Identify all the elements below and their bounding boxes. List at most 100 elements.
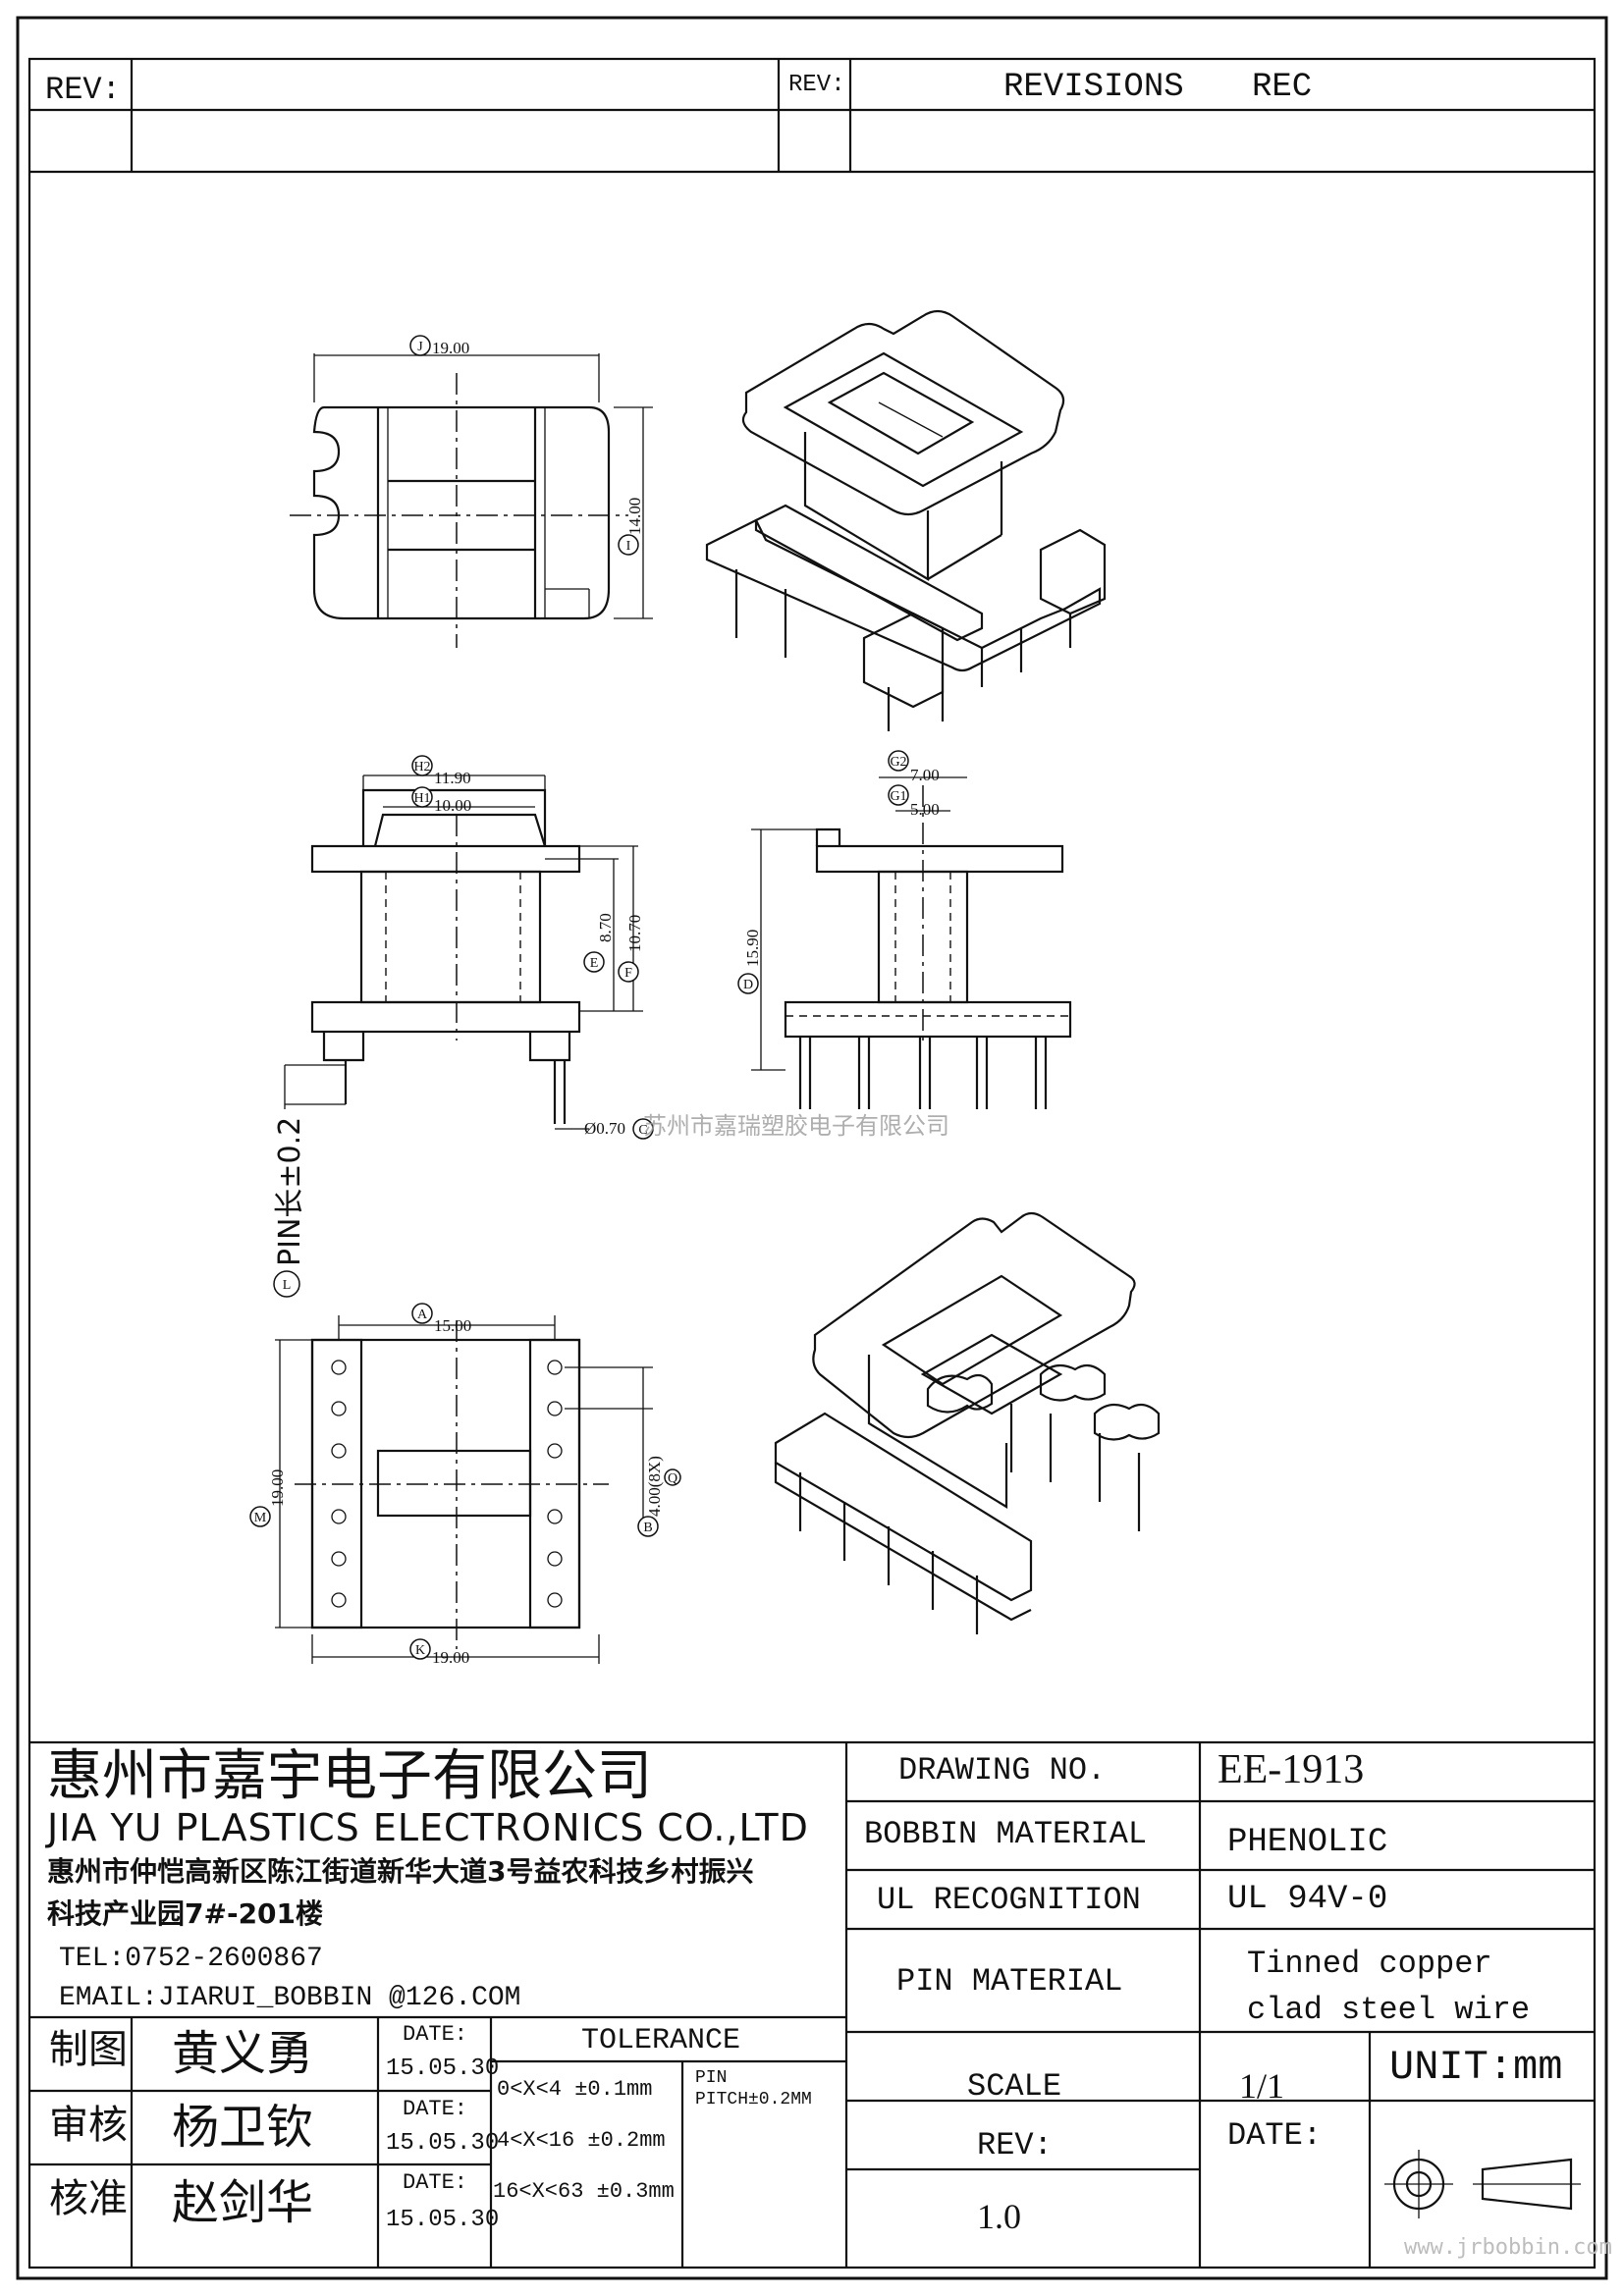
unit-label: UNIT:mm xyxy=(1389,2044,1563,2091)
dim-E-value: 8.70 xyxy=(596,913,615,942)
dim-Q-circle xyxy=(664,1468,681,1486)
dim-C-value: Ø0.70 xyxy=(584,1119,625,1138)
dim-J-circle xyxy=(409,335,431,356)
tolerance-row-3: 16<X<63 ±0.3mm xyxy=(493,2179,675,2204)
signoff-date-drawn: 15.05.30 xyxy=(386,2056,500,2082)
dim-L-value: PIN长±0.2 xyxy=(273,1117,307,1266)
rev-value: 1.0 xyxy=(977,2197,1021,2236)
dim-F-value: 10.70 xyxy=(625,915,644,952)
dim-H1-value: 10.00 xyxy=(434,796,471,815)
address-line-2: 科技产业园7#-201楼 xyxy=(47,1897,324,1930)
dim-G1-value: 5.00 xyxy=(910,800,940,819)
dim-A-letter: A xyxy=(417,1308,428,1322)
bobbin-material-value: PHENOLIC xyxy=(1227,1824,1388,1861)
dim-G2-value: 7.00 xyxy=(910,766,940,784)
dim-K-value: 19.00 xyxy=(432,1648,469,1667)
dim-B-letter: B xyxy=(643,1521,652,1535)
pin-label: PIN xyxy=(695,2068,728,2088)
dim-D-value: 15.90 xyxy=(743,930,762,967)
bottom-pin-slots xyxy=(331,1360,563,1608)
dim-Q-letter: Q xyxy=(668,1471,677,1486)
company-name-cn: 惠州市嘉宇电子有限公司 xyxy=(47,1744,652,1808)
pin-pitch: PITCH±0.2MM xyxy=(695,2090,812,2109)
signoff-name-drawn: 黄义勇 xyxy=(172,2026,314,2081)
tolerance-label: TOLERANCE xyxy=(581,2024,741,2057)
tolerance-row-2: 4<X<16 ±0.2mm xyxy=(497,2128,666,2153)
drawing-no-label: DRAWING NO. xyxy=(898,1752,1107,1789)
dim-I-letter: I xyxy=(626,539,631,554)
dim-D-circle xyxy=(737,973,759,994)
signoff-date-label-drawn: DATE: xyxy=(403,2022,468,2047)
address-line-1: 惠州市仲恺高新区陈江街道新华大道3号益农科技乡村振兴 xyxy=(47,1855,754,1888)
signoff-date-label-approved: DATE: xyxy=(403,2170,468,2195)
dim-H2-value: 11.90 xyxy=(434,769,471,787)
signoff-role-approved: 核准 xyxy=(49,2176,128,2221)
signoff-date-approved: 15.05.30 xyxy=(386,2207,500,2233)
pin-material-line-2: clad steel wire xyxy=(1247,1992,1531,2028)
rev-label-right: REV: xyxy=(788,72,845,98)
dim-M-letter: M xyxy=(254,1511,267,1525)
tolerance-row-1: 0<X<4 ±0.1mm xyxy=(497,2077,653,2102)
dim-G2-circle xyxy=(888,750,909,772)
signoff-date-label-reviewed: DATE: xyxy=(403,2097,468,2121)
watermark-website: www.jrbobbin.com xyxy=(1404,2235,1612,2260)
inner-frame xyxy=(27,57,1597,2269)
rec-label: REC xyxy=(1252,69,1312,106)
watermark-center: 苏州市嘉瑞塑胶电子有限公司 xyxy=(643,1112,949,1140)
dim-C-letter: C xyxy=(638,1123,647,1138)
pin-material-line-1: Tinned copper xyxy=(1247,1946,1492,1982)
drawing-no-value: EE-1913 xyxy=(1218,1747,1365,1792)
dim-G2-letter: G2 xyxy=(890,755,906,770)
dim-I-circle xyxy=(618,534,639,556)
bobbin-material-label: BOBBIN MATERIAL xyxy=(864,1816,1148,1852)
front-view: H2 11.90 H1 10.00 E 8.70 F 10.70 Ø0.70 C… xyxy=(273,755,654,1298)
scale-label: SCALE xyxy=(967,2068,1062,2105)
bottom-view: A 15.00 M 19.00 4.00(8X) B Q K 19.00 xyxy=(249,1303,681,1667)
isometric-view-top xyxy=(705,309,1107,731)
dim-G1-letter: G1 xyxy=(890,789,906,804)
ul-recognition-value: UL 94V-0 xyxy=(1227,1881,1388,1918)
top-view: J 19.00 I 14.00 xyxy=(290,335,653,648)
dim-E-letter: E xyxy=(590,956,599,971)
rev-label-left: REV: xyxy=(45,72,121,108)
dim-J-letter: J xyxy=(417,340,423,354)
pin-material-label: PIN MATERIAL xyxy=(896,1963,1123,2000)
dim-H2-letter: H2 xyxy=(413,760,430,774)
dim-L-letter: L xyxy=(283,1278,292,1293)
email: EMAIL:JIARUI_BOBBIN @126.COM xyxy=(59,1983,521,2013)
signoff-role-reviewed: 审核 xyxy=(49,2103,128,2148)
revisions-header: REV: REV: REVISIONS REC xyxy=(29,59,1595,174)
dim-D-letter: D xyxy=(743,978,753,992)
signoff-name-approved: 赵剑华 xyxy=(172,2175,314,2230)
outer-frame xyxy=(16,16,1608,2280)
dim-J-value: 19.00 xyxy=(432,339,469,357)
dim-B-value: 4.00(8X) xyxy=(645,1456,664,1517)
dim-K-circle xyxy=(409,1638,431,1660)
telephone: TEL:0752-2600867 xyxy=(59,1944,323,1974)
title-block-grid xyxy=(29,1740,1595,2268)
dim-F-letter: F xyxy=(624,966,632,981)
isometric-view-bottom xyxy=(774,1211,1161,1634)
dim-E-circle xyxy=(583,951,605,973)
dim-B-circle xyxy=(637,1516,659,1537)
side-view-pins xyxy=(798,1037,1048,1109)
dim-K-letter: K xyxy=(415,1643,425,1658)
dim-H2-circle xyxy=(411,755,433,776)
dim-G1-circle xyxy=(888,784,909,806)
dim-F-circle xyxy=(618,961,639,983)
ul-recognition-label: UL RECOGNITION xyxy=(877,1882,1141,1918)
dim-A-value: 15.00 xyxy=(434,1316,471,1335)
dim-M-value: 19.00 xyxy=(268,1469,287,1507)
probe-symbol xyxy=(1384,2150,1581,2218)
revisions-label: REVISIONS xyxy=(1003,69,1184,106)
dim-C-circle xyxy=(632,1118,654,1140)
dim-H1-circle xyxy=(411,786,433,808)
rev-label-bottom: REV: xyxy=(977,2127,1053,2163)
dim-I-value: 14.00 xyxy=(625,498,644,535)
dim-A-circle xyxy=(411,1303,433,1324)
date-label-right: DATE: xyxy=(1227,2117,1323,2154)
signoff-role-drawn: 制图 xyxy=(49,2027,128,2072)
side-view: G2 7.00 G1 5.00 D 15.90 xyxy=(737,750,1072,1109)
signoff-date-reviewed: 15.05.30 xyxy=(386,2130,500,2157)
